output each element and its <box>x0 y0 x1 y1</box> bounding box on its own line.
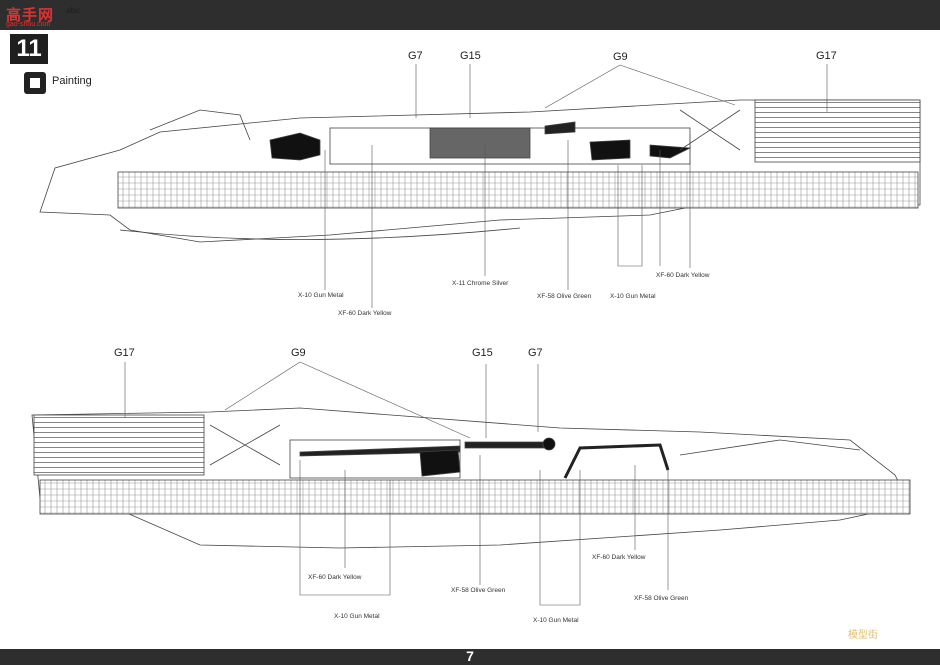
bottom-leader-lines <box>124 361 669 606</box>
watermark-tag: abc <box>66 6 80 15</box>
top-leader-lines <box>324 64 828 308</box>
callout-bottom-olive-green-1: XF-58 Olive Green <box>451 587 506 594</box>
footer-bar <box>0 649 940 665</box>
step-title: Painting <box>52 75 92 87</box>
watermark-stamp: 模型街 <box>848 630 878 641</box>
watermark-url: gao-shou.com <box>6 21 51 28</box>
callout-bottom-olive-green-2: XF-58 Olive Green <box>634 595 689 602</box>
part-code-g9-bottom: G9 <box>291 347 306 359</box>
callout-top-gun-metal-1: X-10 Gun Metal <box>298 292 344 299</box>
part-code-g7-bottom: G7 <box>528 347 543 359</box>
callout-top-chrome-silver: X-11 Chrome Silver <box>452 280 509 287</box>
part-code-g15-top: G15 <box>460 50 481 62</box>
callout-bottom-dark-yellow-1: XF-60 Dark Yellow <box>308 574 362 581</box>
callout-top-olive-green: XF-58 Olive Green <box>537 293 592 300</box>
top-hull-drawing <box>39 99 921 243</box>
callout-top-gun-metal-2: X-10 Gun Metal <box>610 293 656 300</box>
part-code-g17-top: G17 <box>816 50 837 62</box>
header-bar <box>0 0 940 30</box>
callout-top-dark-yellow-2: XF-60 Dark Yellow <box>656 272 710 279</box>
part-code-g9-top: G9 <box>613 51 628 63</box>
watermark-logo: 高手网 <box>6 7 55 24</box>
painting-icon <box>24 72 46 94</box>
part-code-g17-bottom: G17 <box>114 347 135 359</box>
bottom-hull-drawing <box>31 407 911 549</box>
step-number: 11 <box>10 34 48 64</box>
callout-top-dark-yellow-1: XF-60 Dark Yellow <box>338 310 392 317</box>
part-code-g15-bottom: G15 <box>472 347 493 359</box>
callout-bottom-gun-metal-2: X-10 Gun Metal <box>533 617 579 624</box>
part-code-g7-top: G7 <box>408 50 423 62</box>
callout-bottom-dark-yellow-2: XF-60 Dark Yellow <box>592 554 646 561</box>
page-number: 7 <box>466 648 474 664</box>
callout-bottom-gun-metal-1: X-10 Gun Metal <box>334 613 380 620</box>
